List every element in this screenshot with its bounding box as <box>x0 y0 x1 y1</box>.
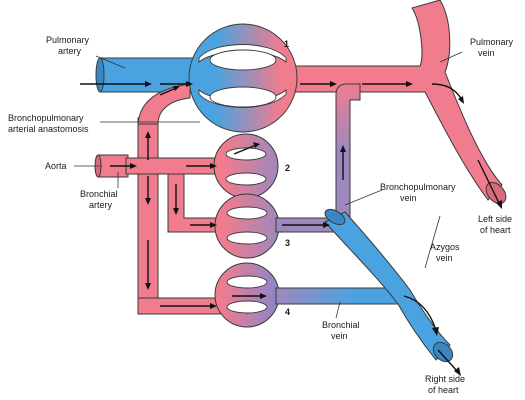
label-right-heart-line2: of heart <box>428 385 459 395</box>
label-left-heart-line2: of heart <box>480 225 511 235</box>
label-pulmonary-vein-line1: Pulmonary <box>470 37 514 47</box>
label-anastomosis-line2: arterial anastomosis <box>8 124 89 134</box>
capillary-number-3: 3 <box>285 238 290 248</box>
label-pulmonary-artery-line1: Pulmonary <box>46 35 90 45</box>
label-bronchial-artery-line2: artery <box>89 200 113 210</box>
label-pulmonary-vein-line2: vein <box>478 48 495 58</box>
label-bronchial-vein-line1: Bronchial <box>322 320 360 330</box>
arrow-left-heart <box>477 159 501 206</box>
capillary-bed-2 <box>213 133 279 199</box>
flow-arrows <box>80 81 502 376</box>
capillary-number-2: 2 <box>285 163 290 173</box>
capillary-bed-4 <box>214 262 280 328</box>
label-right-heart-line1: Right side <box>425 374 465 384</box>
label-left-heart-line1: Left side <box>478 214 512 224</box>
label-azygos-vein-line2: vein <box>436 253 453 263</box>
label-bronchopulmonary-vein-line2: vein <box>400 193 417 203</box>
label-anastomosis-line1: Bronchopulmonary <box>8 113 84 123</box>
label-pulmonary-artery-line2: artery <box>58 46 82 56</box>
capillary-number-1: 1 <box>284 39 289 49</box>
bronchopulmonary-vein <box>275 83 361 233</box>
label-azygos-vein-line1: Azygos <box>430 242 460 252</box>
azygos-vein <box>324 208 454 363</box>
capillary-bed-3 <box>214 193 280 259</box>
bronchial-artery <box>125 83 221 315</box>
pulmonary-vein <box>289 0 507 205</box>
label-bronchopulmonary-vein-line1: Bronchopulmonary <box>380 182 456 192</box>
labels: Pulmonary artery Pulmonary vein Bronchop… <box>8 35 514 395</box>
label-aorta: Aorta <box>45 161 67 171</box>
capillary-number-4: 4 <box>285 307 290 317</box>
leader-lines <box>74 51 463 319</box>
label-bronchial-vein-line2: vein <box>331 331 348 341</box>
arrow-capillary-2 <box>233 144 257 155</box>
label-bronchial-artery-line1: Bronchial <box>80 189 118 199</box>
capillary-bed-1 <box>188 23 298 133</box>
arrow-azygos <box>403 295 437 331</box>
arrow-right-heart <box>437 349 459 373</box>
